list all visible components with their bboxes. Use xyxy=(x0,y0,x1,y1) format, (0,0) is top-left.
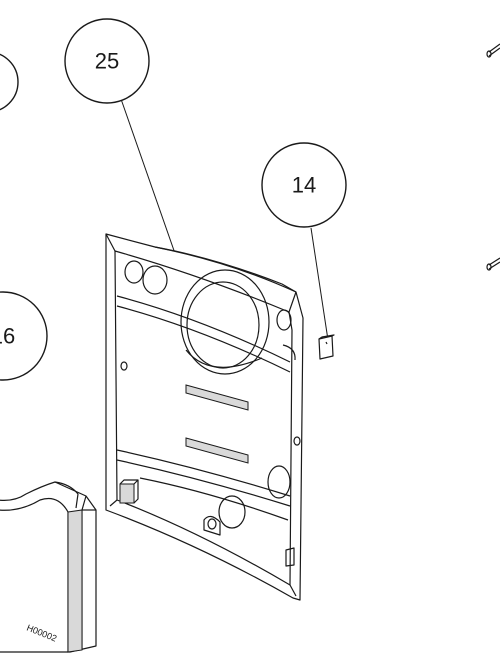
leader-line-14 xyxy=(310,227,329,341)
callout-16: 16 xyxy=(0,291,48,381)
callout-14-label: 14 xyxy=(292,173,316,198)
back-plate-part-25 xyxy=(105,233,304,601)
screw-top-right xyxy=(486,43,500,58)
callout-25: 25 xyxy=(64,18,179,263)
callout-left-top xyxy=(0,53,19,111)
callout-16-label: 16 xyxy=(0,324,15,349)
leader-line-25 xyxy=(120,98,179,263)
side-panel-part-16: H00002 xyxy=(0,481,97,653)
screw-mid-right xyxy=(486,257,500,271)
clip-part-14 xyxy=(318,334,335,360)
callout-25-label: 25 xyxy=(95,49,119,74)
callout-14: 14 xyxy=(261,142,347,341)
